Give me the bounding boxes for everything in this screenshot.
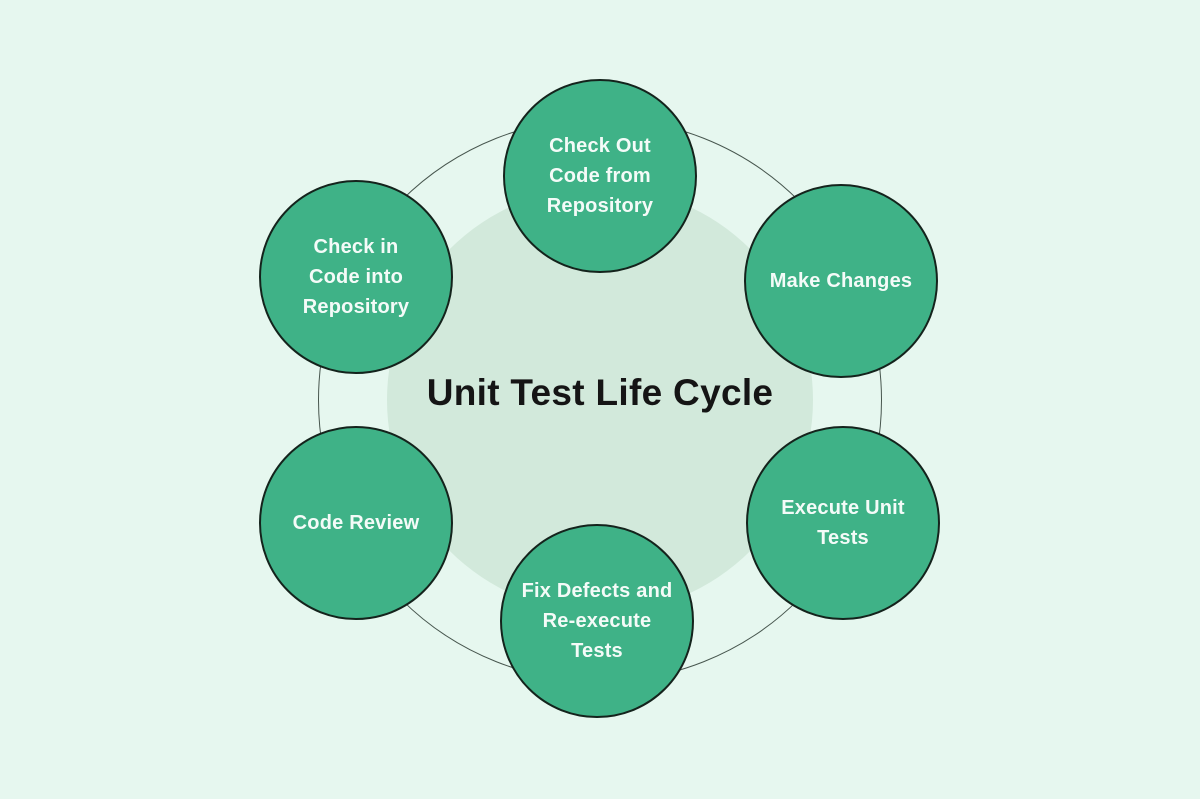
node-label: Execute Unit Tests bbox=[781, 497, 905, 549]
node-label: Code Review bbox=[292, 512, 420, 534]
node-label: Make Changes bbox=[769, 270, 913, 292]
node-fix-defects-and-re-execute-tests: Fix Defects and Re-execute Tests bbox=[500, 524, 694, 718]
node-label: Fix Defects and Re-execute Tests bbox=[521, 580, 673, 662]
node-execute-unit-tests: Execute Unit Tests bbox=[746, 426, 940, 620]
node-code-review: Code Review bbox=[259, 426, 453, 620]
node-make-changes: Make Changes bbox=[744, 184, 938, 378]
node-check-out-code-from-repository: Check Out Code from Repository bbox=[503, 79, 697, 273]
node-check-in-code-into-repository: Check in Code into Repository bbox=[259, 180, 453, 374]
node-label: Check in Code into Repository bbox=[302, 236, 410, 318]
diagram-title: Unit Test Life Cycle bbox=[426, 372, 774, 413]
node-label: Check Out Code from Repository bbox=[546, 135, 654, 217]
